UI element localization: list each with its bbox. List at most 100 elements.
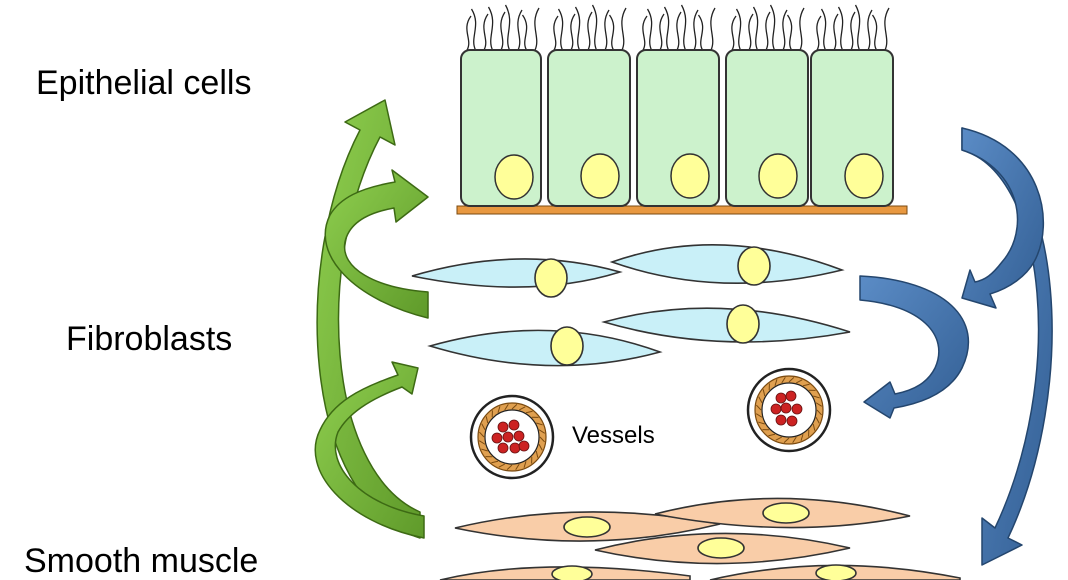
fibroblast <box>427 326 663 367</box>
vessel-wall-texture <box>479 431 485 438</box>
vessel-wall-texture <box>762 389 766 397</box>
nucleus <box>494 154 534 200</box>
blue-arrows <box>859 127 1053 566</box>
epithelial-cell-layer <box>456 49 908 215</box>
vessel-wall-texture <box>478 440 486 445</box>
cilium <box>765 11 771 51</box>
cilium <box>833 13 839 51</box>
vessel-wall-texture <box>498 463 505 468</box>
cilium <box>604 9 610 51</box>
cilium <box>676 11 682 51</box>
cilium <box>837 6 844 51</box>
epithelial-cell <box>725 49 809 207</box>
vessel <box>469 394 555 480</box>
cilium <box>820 8 827 51</box>
vessel-wall-texture <box>481 448 488 452</box>
vessel-wall-texture <box>535 450 539 458</box>
cilium <box>710 7 716 51</box>
nucleus <box>580 153 620 199</box>
fibroblast <box>411 258 623 298</box>
vessel-wall-texture <box>497 406 501 413</box>
nucleus <box>758 153 798 199</box>
cilium <box>659 13 665 51</box>
nucleus <box>550 326 584 366</box>
vessel-wall-texture <box>755 413 763 418</box>
cilium <box>867 9 873 51</box>
vessel-wall-texture <box>491 460 499 464</box>
fibroblast <box>609 244 845 286</box>
cilium <box>697 14 704 51</box>
vessel-wall-texture <box>802 383 810 387</box>
vessel-wall-texture <box>511 404 518 410</box>
vessel-wall-texture <box>525 410 533 414</box>
fibroblasts-label: Fibroblasts <box>66 320 232 358</box>
cilium <box>587 11 593 51</box>
cilium <box>534 7 540 51</box>
green-arrows <box>314 99 429 539</box>
nucleus <box>563 516 611 538</box>
vessel-wall-texture <box>485 416 489 424</box>
cilium <box>591 4 598 51</box>
vessel-wall-texture <box>815 402 823 407</box>
smooth-muscle-layer <box>439 497 961 580</box>
cilium <box>466 15 472 51</box>
vessel-wall-texture <box>796 379 803 384</box>
blue-arrow-epithelial-to-fibroblast <box>961 127 1045 309</box>
cilium <box>884 7 890 51</box>
vessel-wall-texture <box>800 434 804 441</box>
nucleus <box>844 153 884 199</box>
cilium <box>850 11 856 51</box>
cilium <box>557 8 564 51</box>
vessel-wall-texture <box>815 417 820 424</box>
nucleus <box>737 246 771 286</box>
vessel-wall-texture <box>756 404 762 411</box>
smooth-muscle-cell <box>654 497 911 529</box>
vessel-wall-texture <box>536 422 543 426</box>
cilium <box>663 6 670 51</box>
cilium <box>735 8 742 51</box>
epithelial-cell <box>636 49 720 207</box>
cilium <box>752 6 759 51</box>
vessel-wall-texture <box>758 396 763 403</box>
vessel-wall-texture <box>539 436 545 443</box>
vessel-wall-texture <box>792 436 797 444</box>
vessel-wall-texture <box>774 379 778 386</box>
nucleus <box>762 502 810 524</box>
cilium <box>517 9 523 51</box>
fibroblast <box>601 304 851 344</box>
cilium <box>642 15 648 51</box>
fibroblast-layer <box>411 244 851 367</box>
vessel-wall-texture <box>775 436 782 441</box>
nucleus <box>551 565 593 580</box>
cilium <box>680 4 687 51</box>
vessels-label: Vessels <box>572 422 655 449</box>
vessel-wall-texture <box>504 403 509 411</box>
cilium <box>871 14 878 51</box>
cilium <box>782 9 788 51</box>
cilium <box>854 4 861 51</box>
cilium <box>748 13 754 51</box>
cilium <box>608 14 615 51</box>
vessel-wall-texture <box>481 423 486 430</box>
nucleus <box>670 153 710 199</box>
vessel-wall-texture <box>538 429 546 434</box>
smooth-muscle-cell <box>454 511 721 542</box>
smooth-muscle-cell <box>709 564 961 580</box>
cilium <box>470 8 477 51</box>
cilium <box>500 11 506 51</box>
vessel-wall-texture <box>768 433 776 437</box>
epithelial-cells-label: Epithelial cells <box>36 64 251 102</box>
cilia <box>466 4 890 51</box>
vessel-wall-texture <box>758 421 765 425</box>
basement-membrane <box>456 205 908 215</box>
vessel-wall-texture <box>783 437 790 443</box>
cilium <box>799 7 805 51</box>
cilium <box>553 15 559 51</box>
nucleus <box>726 304 760 344</box>
vessel-wall-texture <box>788 377 795 383</box>
nucleus <box>534 258 568 298</box>
vessel-wall-texture <box>812 423 816 431</box>
smooth-muscle-cell <box>594 532 851 565</box>
cilium <box>816 15 822 51</box>
